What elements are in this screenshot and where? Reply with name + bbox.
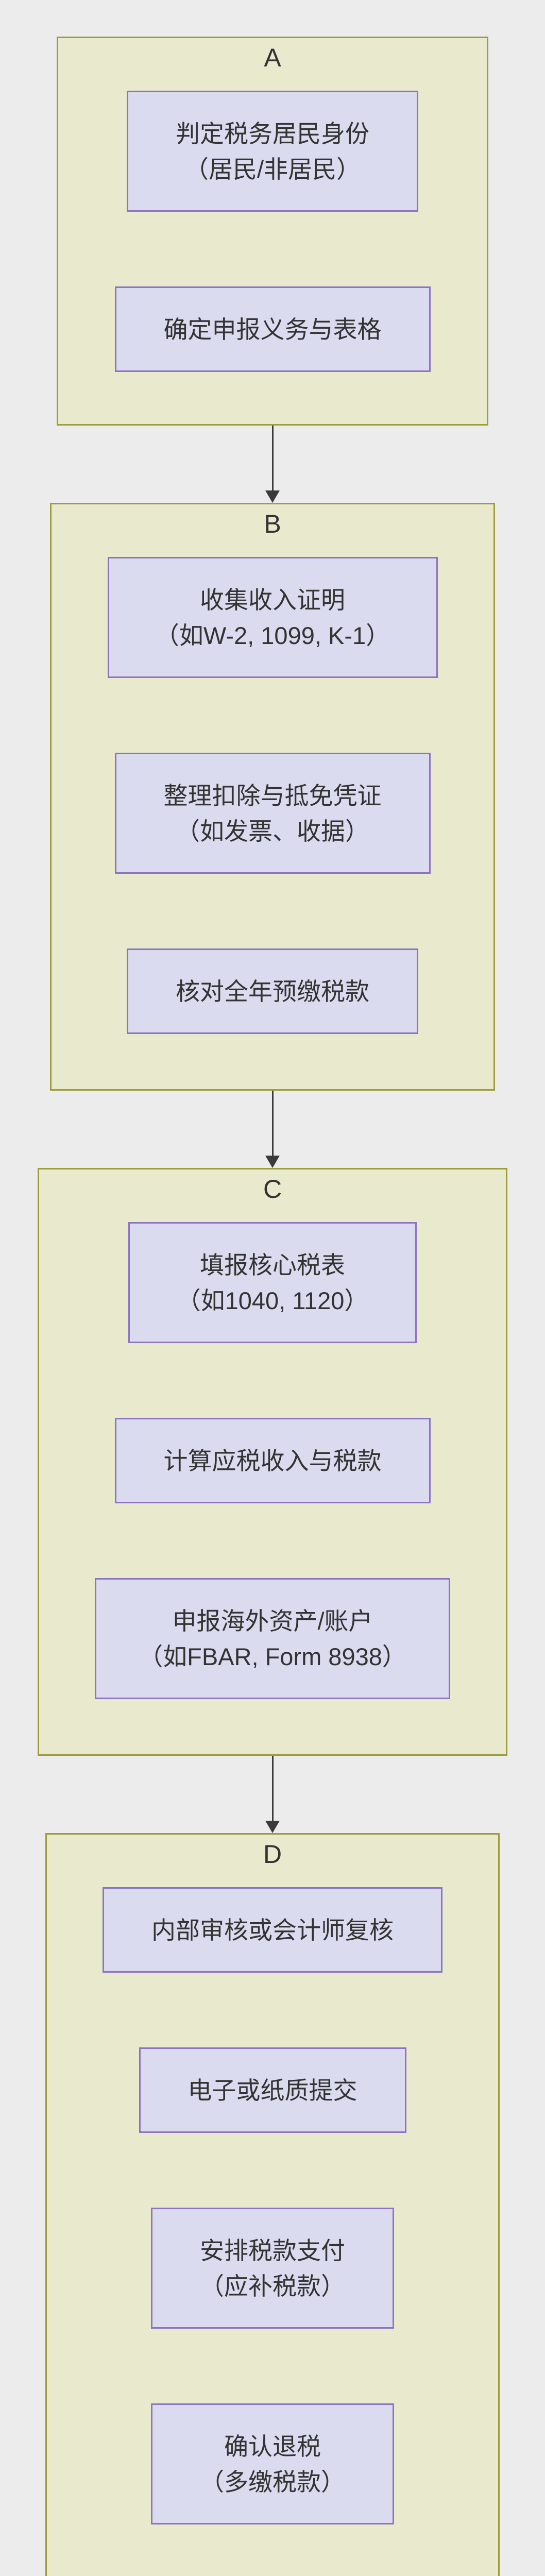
node-text-line: （如W-2, 1099, K-1） — [155, 621, 390, 649]
node-confirm-refund: 确认退税 （多缴税款） — [151, 2403, 394, 2524]
node-verify-prepaid-tax: 核对全年预缴税款 — [127, 948, 418, 1034]
node-text-line: 整理扣除与抵免凭证 — [163, 782, 382, 809]
node-text-line: （多缴税款） — [200, 2468, 345, 2496]
node-text-line: 内部审核或会计师复核 — [151, 1916, 394, 1944]
node-report-foreign-assets: 申报海外资产/账户 （如FBAR, Form 8938） — [95, 1578, 450, 1699]
node-text-line: 核对全年预缴税款 — [176, 977, 369, 1005]
arrow-b-to-c — [0, 1091, 545, 1168]
node-text-line: 确认退税 — [224, 2432, 321, 2460]
arrow-shaft — [271, 1091, 274, 1156]
subgraph-a: A 判定税务居民身份 （居民/非居民） 确定申报义务与表格 — [57, 37, 488, 426]
node-text-line: （如发票、收据） — [176, 817, 369, 845]
arrow-shaft — [271, 1756, 274, 1821]
subgraph-d: D 内部审核或会计师复核 电子或纸质提交 安排税款支付 （应补税款） 确认退税 … — [45, 1833, 500, 2576]
arrow-c-to-d — [0, 1756, 545, 1833]
subgraph-d-label: D — [263, 1840, 282, 1869]
subgraph-b-label: B — [264, 510, 281, 538]
node-text-line: 申报海外资产/账户 — [172, 1607, 373, 1635]
node-calculate-taxable-income: 计算应税收入与税款 — [114, 1418, 431, 1503]
node-text-line: （如1040, 1120） — [176, 1286, 369, 1314]
arrowhead-down-icon — [265, 490, 280, 503]
node-text-line: （居民/非居民） — [184, 155, 361, 183]
arrowhead-down-icon — [265, 1821, 280, 1833]
node-text-line: 填报核心税表 — [200, 1251, 345, 1279]
node-text-line: 电子或纸质提交 — [188, 2076, 357, 2104]
subgraph-b: B 收集收入证明 （如W-2, 1099, K-1） 整理扣除与抵免凭证 （如发… — [50, 503, 495, 1091]
arrow-shaft — [271, 426, 274, 490]
node-organize-deduction-receipts: 整理扣除与抵免凭证 （如发票、收据） — [114, 753, 431, 874]
node-text-line: （如FBAR, Form 8938） — [139, 1642, 406, 1670]
node-text-line: 判定税务居民身份 — [176, 120, 369, 147]
subgraph-c-label: C — [263, 1175, 282, 1204]
node-fill-core-tax-forms: 填报核心税表 （如1040, 1120） — [128, 1222, 417, 1343]
node-determine-filing-obligations: 确定申报义务与表格 — [114, 286, 431, 372]
node-text-line: 安排税款支付 — [200, 2236, 345, 2264]
node-collect-income-proof: 收集收入证明 （如W-2, 1099, K-1） — [107, 557, 438, 678]
subgraph-a-label: A — [264, 43, 281, 72]
node-text-line: 收集收入证明 — [200, 586, 345, 614]
node-internal-review: 内部审核或会计师复核 — [103, 1887, 442, 1973]
node-arrange-tax-payment: 安排税款支付 （应补税款） — [151, 2208, 394, 2329]
arrow-a-to-b — [0, 426, 545, 503]
node-determine-residency: 判定税务居民身份 （居民/非居民） — [127, 91, 418, 212]
subgraph-c: C 填报核心税表 （如1040, 1120） 计算应税收入与税款 申报海外资产/… — [38, 1168, 507, 1756]
node-efile-or-paper-submit: 电子或纸质提交 — [139, 2047, 406, 2133]
node-text-line: （应补税款） — [200, 2272, 345, 2300]
node-text-line: 确定申报义务与表格 — [163, 315, 382, 343]
arrowhead-down-icon — [265, 1156, 280, 1168]
node-text-line: 计算应税收入与税款 — [163, 1447, 382, 1475]
